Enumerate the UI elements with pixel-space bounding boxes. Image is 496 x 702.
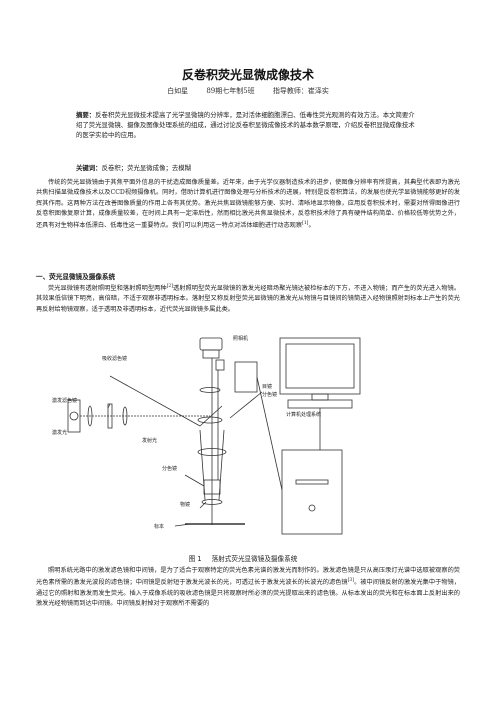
paper-title: 反卷积荧光显微成像技术	[181, 68, 314, 82]
ray-left	[199, 429, 206, 501]
camera-mount	[202, 349, 220, 359]
leader-line	[184, 474, 205, 487]
advisor-label: 指导教师：	[272, 87, 308, 95]
computer-tower	[281, 449, 343, 535]
label-eyepiece: 目镜	[262, 383, 272, 390]
camera-body	[199, 337, 223, 351]
monitor-stand	[311, 393, 329, 401]
power-button	[308, 504, 316, 512]
abstract-text: 反卷积荧光显微技术提高了光学显微镜的分辨率，是对活体细胞胞漂白、低毒性荧光观测的…	[76, 111, 415, 139]
eyepiece-lens	[199, 387, 221, 393]
author-class: 89期七年制5班	[206, 87, 255, 95]
lamp-bulb	[69, 411, 79, 421]
section1-text: 荧光显微镜有透射照明型和落射照明型两种	[48, 285, 167, 293]
advisor-name: 崔泽实	[307, 87, 329, 95]
tube-lens	[197, 448, 227, 456]
label-camera: 照相机	[233, 335, 248, 342]
camera-cable	[256, 376, 283, 491]
intro-paragraph: 传统的荧光显微镜由于其焦平面外信息的干扰造成图像质量差。近年来，由于光学仪器制造…	[36, 178, 460, 232]
label-dichroic: 分色镜	[262, 391, 277, 398]
citation: [1]	[302, 221, 309, 227]
section1-paragraph: 荧光显微镜有透射照明型和落射照明型两种[2]透射照明型荧光显微镜的激发光经暗场聚…	[36, 282, 460, 315]
dichroic-mirror	[199, 405, 223, 427]
author-name: 白如星	[167, 87, 189, 95]
ray-right	[218, 429, 225, 501]
label-objective: 物镜	[180, 501, 190, 508]
leader-line	[199, 501, 207, 509]
abstract: 摘要：反卷积荧光显微技术提高了光学显微镜的分辨率，是对活体细胞胞漂白、低毒性荧光…	[76, 110, 420, 140]
advisor: 指导教师：崔泽实	[273, 87, 329, 95]
label-barrier: 分色镜	[162, 465, 177, 472]
leader-line	[109, 375, 201, 427]
eyepiece-tube	[215, 359, 225, 371]
label-excitation-light: 激发光	[52, 429, 67, 436]
caption-number: 图 1	[188, 555, 202, 563]
leader-line	[107, 403, 111, 409]
camera-housing	[234, 361, 258, 393]
label-excitation-filter: 吸收滤色镜	[102, 355, 127, 362]
citation: [3]	[347, 578, 355, 584]
label-emission: 发射光	[142, 437, 157, 444]
section-heading: 一、荧光显微镜及摄像系统	[36, 273, 116, 281]
label-light-filter: 激发滤色镜	[52, 397, 77, 404]
figure-caption: 图 1 落射式荧光显微镜及摄像系统	[0, 553, 496, 563]
section1-p2-text: 照明系统光路中的激发滤色镜和中间镜，是为了适合于观察特定的荧光色素光谱的激发光而…	[36, 567, 460, 587]
microscope-diagram: 吸收滤色镜 激发滤色镜 激发光 照相机 目镜 分色镜 分色镜 发射光 计算机处理…	[52, 335, 361, 535]
author-line: 白如星 89期七年制5班 指导教师：崔泽实	[0, 86, 496, 96]
leader-line	[174, 523, 191, 527]
drive-slot	[295, 479, 329, 485]
monitor-base	[287, 399, 353, 409]
abstract-label: 摘要：	[76, 111, 96, 119]
caption-text: 落射式荧光显微镜及摄像系统	[211, 555, 298, 563]
leader-line	[229, 391, 263, 419]
label-sample: 标本	[154, 523, 164, 530]
section1-p2-tail: 。被中间镜反射的激发光集中于物镜，通过它的照射和激发而发生荧光。插入于成像系统的…	[36, 579, 461, 607]
section1-tail: 透射照明型荧光显微镜的激发光经暗场聚光镜达被检标本的下方，不进入物镜；而产生的荧…	[36, 285, 461, 313]
keywords-label: 关键词：	[76, 164, 102, 172]
intro-tail: 。	[308, 222, 315, 230]
monitor	[279, 337, 361, 395]
keywords: 关键词：反卷积；荧光显微成像；去模糊	[76, 163, 420, 172]
monitor-screen	[285, 343, 355, 389]
intro-text: 传统的荧光显微镜由于其焦平面外信息的干扰造成图像质量差。近年来，由于光学仪器制造…	[36, 179, 460, 230]
citation: [2]	[166, 284, 173, 289]
label-computer: 计算机处理系统	[286, 411, 321, 418]
keywords-text: 反卷积；荧光显微成像；去模糊	[101, 164, 192, 172]
objective-lens	[201, 499, 223, 505]
section1-paragraph-2: 照明系统光路中的激发滤色镜和中间镜，是为了适合于观察特定的荧光色素光谱的激发光而…	[36, 566, 460, 609]
